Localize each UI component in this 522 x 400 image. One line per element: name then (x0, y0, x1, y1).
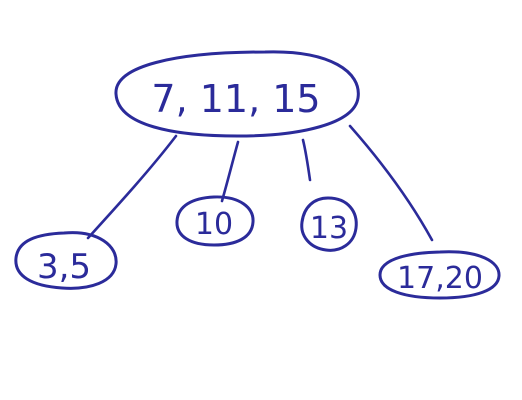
child-node-2: 10 (175, 195, 255, 247)
child-node-1-label: 3,5 (37, 247, 91, 287)
child-node-1-ellipse (14, 231, 118, 290)
child-node-2-label: 10 (195, 207, 233, 242)
edge-root-to-child-4 (348, 124, 434, 242)
child-node-4: 17,20 (378, 250, 501, 300)
edge-root-to-child-2 (220, 140, 240, 203)
child-node-3: 13 (300, 196, 358, 252)
edge-root-to-child-1 (86, 134, 178, 240)
child-node-2-ellipse (175, 195, 255, 247)
child-node-4-ellipse (378, 250, 501, 300)
edge-root-to-child-3 (301, 138, 312, 182)
root-node: 7, 11, 15 (114, 50, 360, 138)
root-node-label: 7, 11, 15 (151, 77, 320, 121)
root-node-ellipse (114, 50, 360, 138)
child-node-4-label: 17,20 (397, 261, 483, 296)
child-node-3-ellipse (300, 196, 358, 252)
child-node-1: 3,5 (14, 231, 118, 290)
child-node-3-label: 13 (310, 211, 348, 246)
